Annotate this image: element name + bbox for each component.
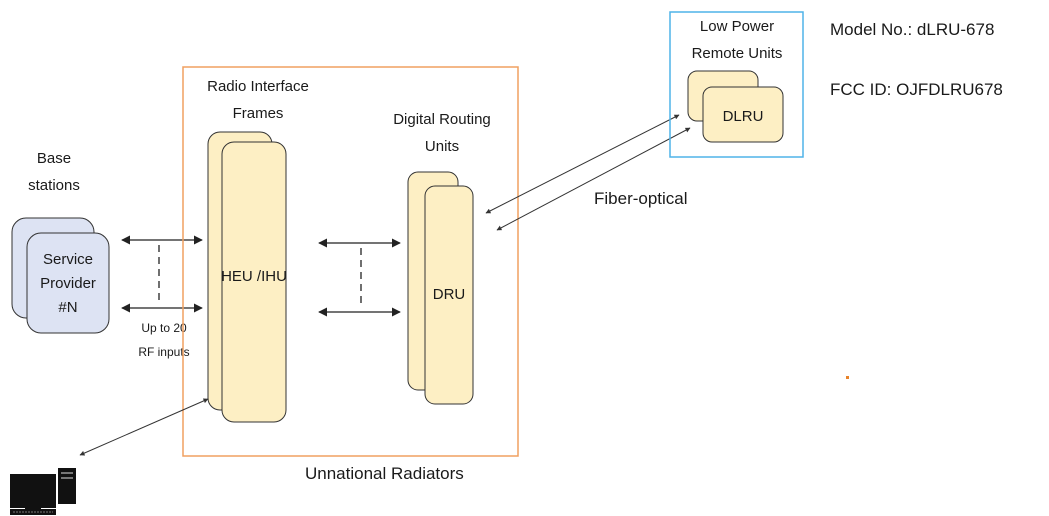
service-provider-label-2: Provider (40, 275, 96, 292)
dlru-box (702, 86, 784, 143)
unintentional-radiators-enclosure (182, 66, 519, 457)
enclosure-caption: Unnational Radiators (305, 464, 464, 483)
digital-routing-title-2: Units (425, 138, 459, 155)
computer-link (79, 398, 209, 456)
service-provider-stack: Service Provider #N (11, 217, 110, 334)
rf-note-line-1: Up to 20 (141, 321, 187, 335)
dru-stack: DRU (407, 171, 474, 405)
base-stations-title-2: stations (28, 177, 80, 194)
heu-ihu-label: HEU /IHU (221, 268, 287, 285)
model-number: Model No.: dLRU-678 (830, 20, 994, 39)
dlru-stack: DLRU (687, 70, 784, 143)
heu-ihu-box (221, 141, 287, 423)
dru-box (424, 185, 474, 405)
radio-interface-title-1: Radio Interface (207, 78, 309, 95)
base-stations-title: Base (37, 150, 71, 167)
remote-units-frame (669, 11, 804, 158)
computer-icon (10, 468, 76, 515)
service-provider-label-3: #N (58, 299, 77, 316)
service-provider-box (26, 232, 110, 334)
fcc-id: FCC ID: OJFDLRU678 (830, 80, 1003, 99)
fiber-optical-label: Fiber-optical (594, 189, 688, 208)
heu-ihu-stack: HEU /IHU (207, 131, 287, 423)
remote-units-title-2: Remote Units (692, 45, 783, 62)
dlru-label: DLRU (723, 108, 764, 125)
stray-mark (846, 376, 849, 379)
rf-note-line-2: RF inputs (138, 345, 189, 359)
digital-routing-title-1: Digital Routing (393, 111, 491, 128)
dru-label: DRU (433, 286, 466, 303)
remote-units-title-1: Low Power (700, 18, 774, 35)
radio-interface-title-2: Frames (233, 105, 284, 122)
service-provider-label-1: Service (43, 251, 93, 268)
fiber-link-lower (496, 127, 691, 231)
